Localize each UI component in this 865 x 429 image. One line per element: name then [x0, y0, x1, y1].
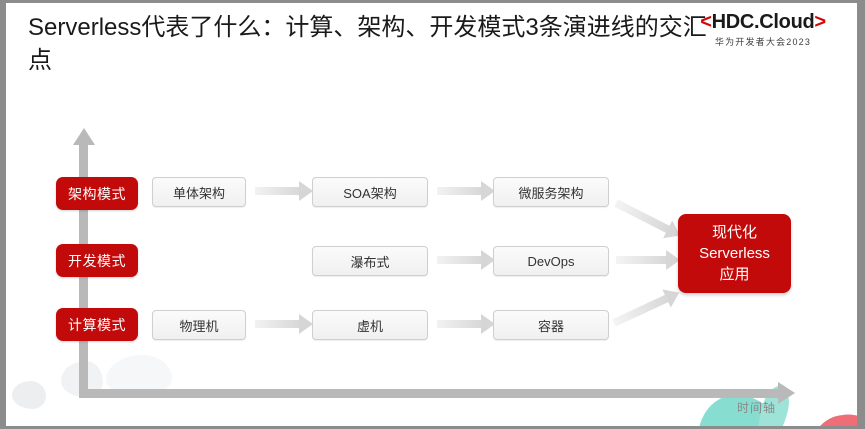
stage-box-r3c2[interactable]: 虚机 — [312, 310, 428, 340]
x-axis-label: 时间轴 — [737, 401, 777, 415]
result-box-modern-serverless[interactable]: 现代化 Serverless 应用 — [678, 214, 791, 293]
logo-wordmark: <HDC.Cloud> — [687, 11, 839, 33]
category-pill-compute[interactable]: 计算模式 — [56, 308, 138, 341]
category-pill-architecture[interactable]: 架构模式 — [56, 177, 138, 210]
hdc-cloud-logo: <HDC.Cloud> 华为开发者大会2023 — [687, 11, 839, 48]
logo-right-bracket-icon: > — [814, 11, 826, 33]
decorative-blob-pink — [811, 410, 857, 426]
flow-arrow-r1-1 — [255, 181, 313, 201]
flow-arrow-r1-2 — [437, 181, 495, 201]
stage-box-r3c1[interactable]: 物理机 — [152, 310, 246, 340]
logo-subtitle: 华为开发者大会2023 — [714, 37, 812, 47]
decorative-blob-gray-small — [12, 381, 46, 409]
stage-box-r1c1[interactable]: 单体架构 — [152, 177, 246, 207]
stage-box-r1c3[interactable]: 微服务架构 — [493, 177, 609, 207]
converge-arrow-row2 — [616, 250, 680, 270]
result-line-1: 现代化 — [711, 224, 757, 241]
stage-box-r1c2[interactable]: SOA架构 — [312, 177, 428, 207]
flow-arrow-r3-2 — [437, 314, 495, 334]
vertical-axis-arrow-icon — [73, 128, 95, 145]
converge-arrow-row1 — [611, 194, 685, 245]
converge-arrow-row3 — [610, 283, 684, 333]
stage-box-r2c2[interactable]: DevOps — [493, 246, 609, 276]
horizontal-axis-arrow-icon — [778, 382, 795, 404]
page-title: Serverless代表了什么：计算、架构、开发模式3条演进线的交汇点 — [28, 14, 707, 74]
flow-arrow-r3-1 — [255, 314, 313, 334]
category-pill-development[interactable]: 开发模式 — [56, 244, 138, 277]
slide-canvas: Serverless代表了什么：计算、架构、开发模式3条演进线的交汇点 <HDC… — [6, 3, 857, 426]
result-line-2: Serverless — [699, 245, 770, 262]
stage-box-r3c3[interactable]: 容器 — [493, 310, 609, 340]
result-line-3: 应用 — [719, 266, 750, 283]
logo-name: HDC.Cloud — [711, 11, 815, 33]
logo-left-bracket-icon: < — [700, 11, 712, 33]
horizontal-axis — [79, 389, 779, 398]
stage-box-r2c1[interactable]: 瀑布式 — [312, 246, 428, 276]
flow-arrow-r2-1 — [437, 250, 495, 270]
